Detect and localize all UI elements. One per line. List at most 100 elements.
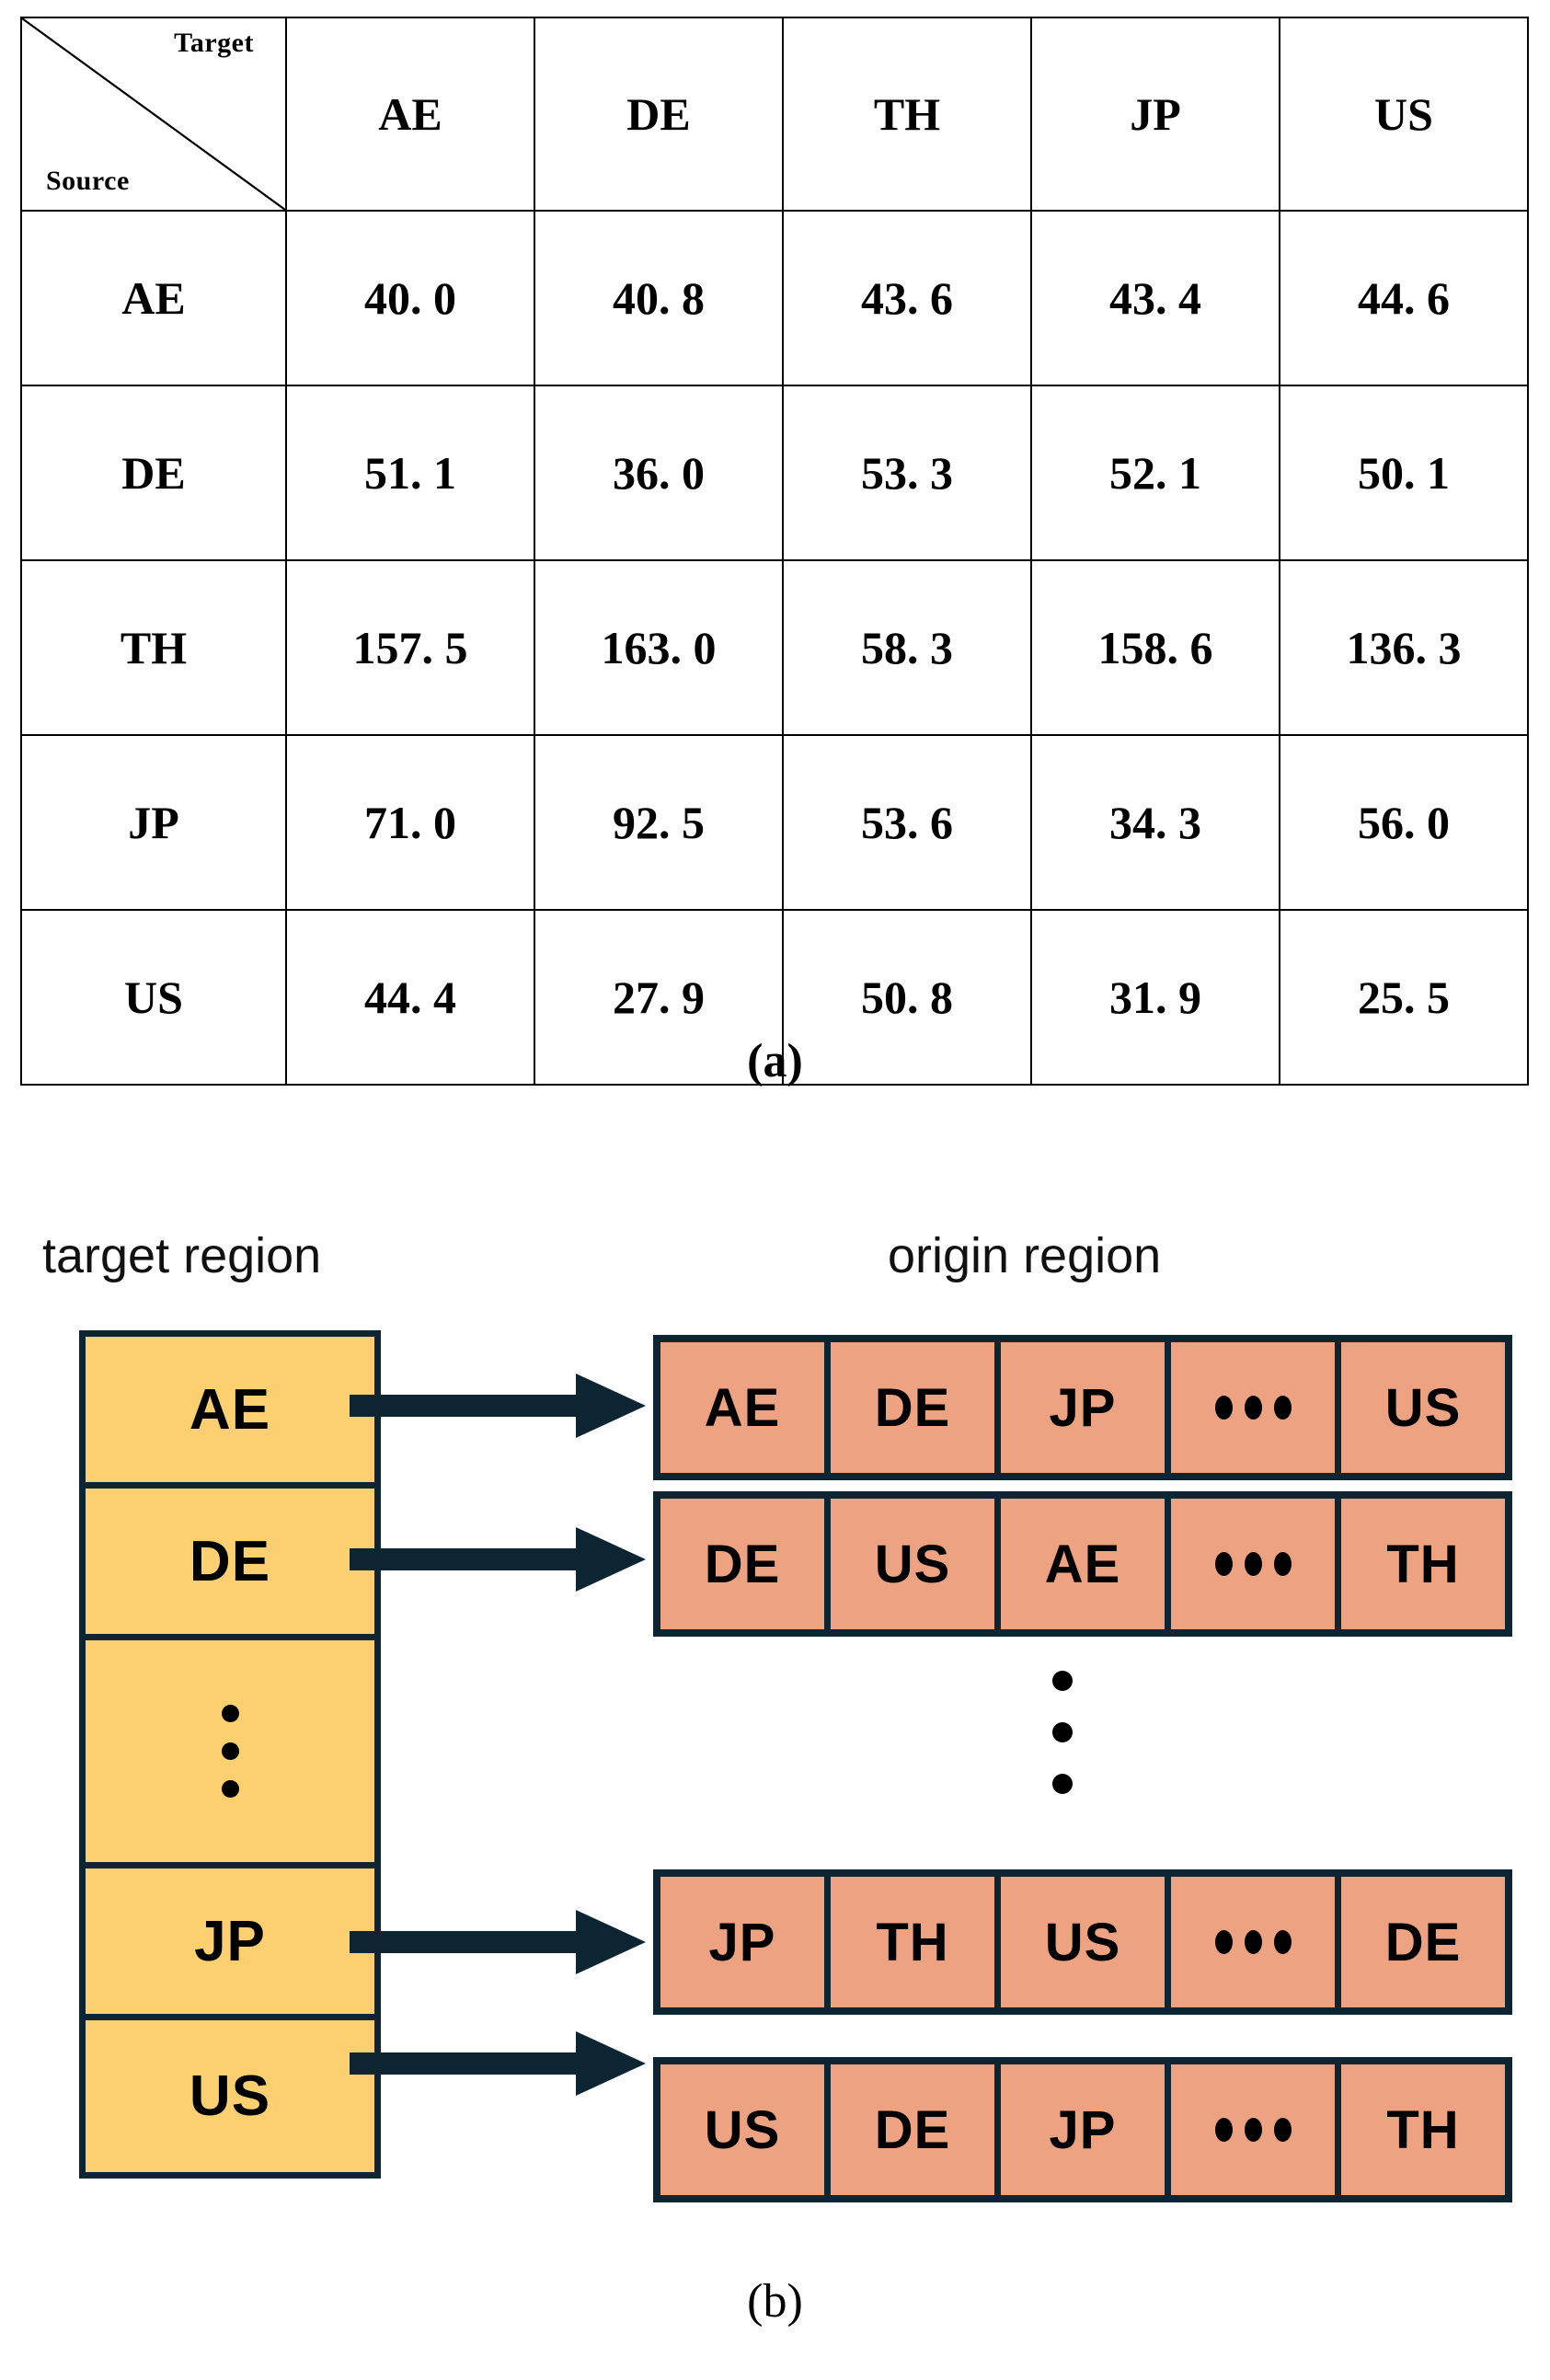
dot-icon [221,1705,239,1722]
dot-icon [1273,2118,1292,2142]
arrow-de [350,1525,646,1593]
target-cell-ae: AE [86,1337,374,1489]
source-target-matrix: Target Source AE DE TH JP US AE 40. 0 40… [20,17,1529,1086]
origin-cell: JP [660,1877,831,2007]
dot-icon [221,1742,239,1760]
cell-us-th: 50. 8 [782,909,1032,1086]
figure-caption-b: (b) [0,2274,1550,2328]
cell-th-th: 58. 3 [782,559,1032,736]
origin-cell: DE [831,1342,1001,1473]
cell-us-ae: 44. 4 [285,909,535,1086]
cell-us-us: 25. 5 [1279,909,1529,1086]
dot-icon [1052,1722,1073,1742]
cell-jp-ae: 71. 0 [285,734,535,911]
origin-region-label: origin region [888,1228,1162,1283]
origin-region-ellipsis [1052,1671,1073,1794]
table-header-row: Target Source AE DE TH JP US [20,17,1529,212]
cell-ae-us: 44. 6 [1279,210,1529,386]
right-arrow-icon [350,1910,646,1974]
figure-caption-b-text: (b) [747,2275,803,2328]
origin-cell-ellipsis [1171,1342,1341,1473]
column-header-th: TH [782,17,1032,212]
cell-de-th: 53. 3 [782,385,1032,561]
cell-th-de: 163. 0 [534,559,784,736]
dot-icon [1244,1930,1262,1954]
dot-icon [1214,1396,1233,1420]
cell-de-de: 36. 0 [534,385,784,561]
matrix-table-panel: Target Source AE DE TH JP US AE 40. 0 40… [20,17,1529,1086]
cell-th-us: 136. 3 [1279,559,1529,736]
right-arrow-icon [350,1527,646,1592]
origin-cell: DE [831,2064,1001,2195]
dot-icon [1273,1396,1292,1420]
figure-caption-a: (a) [0,1034,1550,1088]
cell-ae-th: 43. 6 [782,210,1032,386]
cell-th-ae: 157. 5 [285,559,535,736]
corner-target-label: Target [174,28,254,58]
column-header-us: US [1279,17,1529,212]
column-header-ae: AE [285,17,535,212]
cell-ae-jp: 43. 4 [1030,210,1280,386]
column-header-jp: JP [1030,17,1280,212]
right-arrow-icon [350,1374,646,1438]
mapping-diagram-panel: target region origin region AE DE JP US [0,1211,1550,2259]
dot-icon [1244,1552,1262,1576]
dot-icon [1214,1552,1233,1576]
origin-cell-ellipsis [1171,1499,1341,1629]
origin-cell-ellipsis [1171,2064,1341,2195]
column-header-de: DE [534,17,784,212]
dot-icon [221,1780,239,1798]
dot-icon [1273,1930,1292,1954]
row-header-de: DE [20,385,287,561]
cell-de-us: 50. 1 [1279,385,1529,561]
target-region-label: target region [42,1228,322,1283]
origin-row-de: DE US AE TH [653,1491,1512,1637]
cell-ae-ae: 40. 0 [285,210,535,386]
row-header-us: US [20,909,287,1086]
origin-cell: US [660,2064,831,2195]
cell-de-jp: 52. 1 [1030,385,1280,561]
origin-cell: DE [660,1499,831,1629]
cell-ae-de: 40. 8 [534,210,784,386]
cell-us-jp: 31. 9 [1030,909,1280,1086]
table-row: JP 71. 0 92. 5 53. 6 34. 3 56. 0 [20,734,1529,911]
right-arrow-icon [350,2031,646,2096]
row-header-jp: JP [20,734,287,911]
row-header-th: TH [20,559,287,736]
dot-icon [1273,1552,1292,1576]
cell-jp-jp: 34. 3 [1030,734,1280,911]
cell-jp-de: 92. 5 [534,734,784,911]
origin-cell-ellipsis [1171,1877,1341,2007]
target-cell-ellipsis [86,1640,374,1868]
dot-icon [1214,2118,1233,2142]
origin-cell: DE [1341,1877,1505,2007]
table-row: AE 40. 0 40. 8 43. 6 43. 4 44. 6 [20,210,1529,386]
corner-source-label: Source [46,166,130,196]
origin-cell: US [1001,1877,1171,2007]
cell-de-ae: 51. 1 [285,385,535,561]
origin-row-ae: AE DE JP US [653,1335,1512,1480]
target-cell-de: DE [86,1489,374,1640]
table-row: TH 157. 5 163. 0 58. 3 158. 6 136. 3 [20,559,1529,736]
dot-icon [1244,2118,1262,2142]
table-row: US 44. 4 27. 9 50. 8 31. 9 25. 5 [20,909,1529,1086]
cell-jp-us: 56. 0 [1279,734,1529,911]
origin-cell: AE [660,1342,831,1473]
figure-caption-a-text: (a) [747,1035,803,1087]
target-region-stack: AE DE JP US [79,1330,381,2179]
table-row: DE 51. 1 36. 0 53. 3 52. 1 50. 1 [20,385,1529,561]
cell-th-jp: 158. 6 [1030,559,1280,736]
origin-row-jp: JP TH US DE [653,1869,1512,2015]
arrow-jp [350,1908,646,1976]
origin-cell: US [831,1499,1001,1629]
origin-cell: JP [1001,1342,1171,1473]
origin-cell: AE [1001,1499,1171,1629]
dot-icon [1052,1671,1073,1691]
target-cell-us: US [86,2020,374,2172]
row-header-ae: AE [20,210,287,386]
origin-cell: TH [831,1877,1001,2007]
cell-jp-th: 53. 6 [782,734,1032,911]
origin-cell: TH [1341,1499,1505,1629]
corner-header-cell: Target Source [20,17,287,212]
cell-us-de: 27. 9 [534,909,784,1086]
